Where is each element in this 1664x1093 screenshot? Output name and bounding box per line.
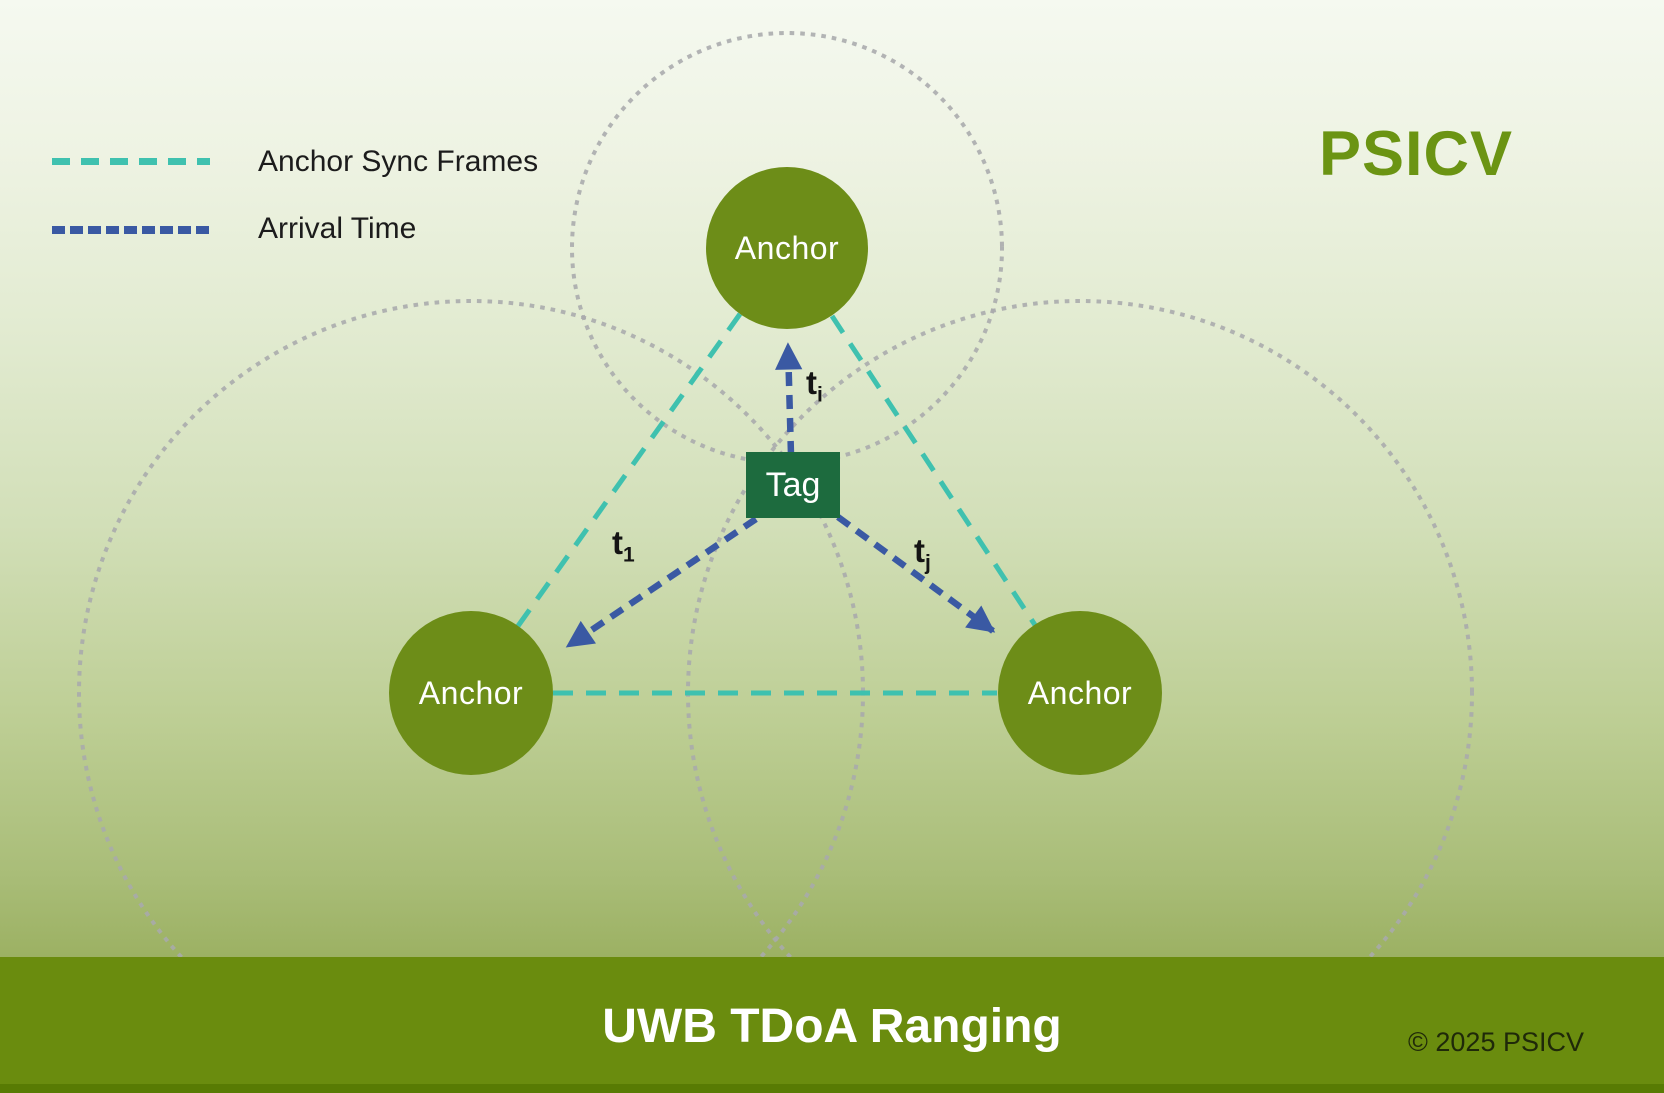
arrival-dash-swatch [52, 226, 214, 234]
sync-dash-swatch [52, 158, 210, 165]
time-label-t1-base: t [612, 524, 623, 561]
legend-label-sync-frames: Anchor Sync Frames [258, 145, 539, 178]
copyright-text: © 2025 PSICV [1408, 1027, 1584, 1057]
arrival-arrow-left [565, 516, 758, 649]
arrival-arrow-right [836, 514, 996, 634]
footer-bar: UWB TDoA Ranging © 2025 PSICV [0, 957, 1664, 1093]
anchor-node-top: Anchor [706, 167, 868, 329]
anchor-node-right: Anchor [998, 611, 1162, 775]
time-label-tj-sub: j [925, 551, 931, 575]
time-label-tj: tj [914, 532, 931, 576]
time-label-tj-base: t [914, 532, 925, 569]
anchor-node-left: Anchor [389, 611, 553, 775]
time-label-ti-sub: i [817, 383, 823, 407]
footer-bottom-edge [0, 1084, 1664, 1093]
legend-label-arrival-time: Arrival Time [258, 212, 417, 245]
sync-line-top-right [829, 314, 1038, 627]
time-label-ti: ti [806, 364, 823, 408]
slide-title: UWB TDoA Ranging [602, 1000, 1062, 1053]
time-label-t1: t1 [612, 524, 635, 568]
time-label-t1-sub: 1 [623, 543, 635, 567]
psicv-logo: PSICV [1318, 119, 1513, 189]
tag-node: Tag [746, 452, 840, 518]
time-label-ti-base: t [806, 364, 817, 401]
arrival-arrow-top [775, 342, 803, 456]
